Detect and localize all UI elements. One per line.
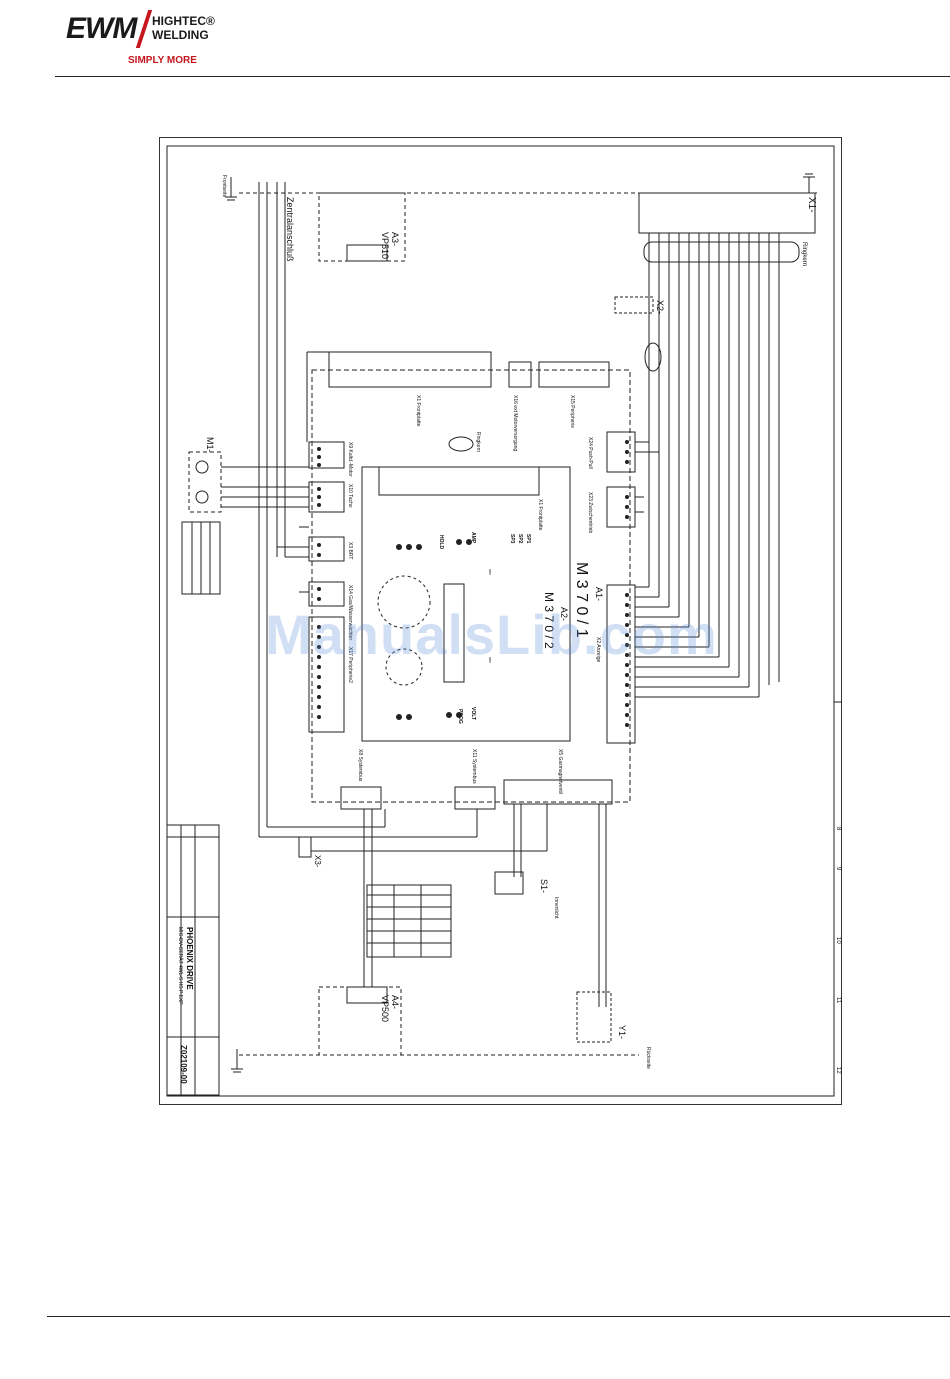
m3702-label: M 3 7 0 / 2	[542, 592, 556, 649]
tagline-line-1: HIGHTEC®	[152, 14, 215, 28]
key-sp1: SP1	[525, 534, 531, 544]
x11-label: X11 Systembus	[471, 749, 477, 784]
logo-slash	[135, 10, 153, 48]
knob-left	[377, 575, 431, 629]
x17-label: X17 Peripherie2	[347, 647, 353, 683]
y1-label: Y1-	[617, 1025, 627, 1039]
m370-module-box	[311, 369, 631, 803]
x1-frontplatte-connector	[328, 351, 492, 388]
a3-box	[318, 192, 406, 262]
grid-number-12: 12	[835, 1067, 841, 1074]
x3-label: X3 BRT	[347, 542, 353, 559]
brand-slogan: SIMPLY MORE	[128, 55, 197, 66]
inner-border	[166, 145, 835, 1097]
a4-box	[318, 986, 402, 1056]
key-sec: sec	[488, 569, 493, 575]
key-amp: AMP	[470, 532, 476, 544]
a4-type-label: VP500	[380, 995, 390, 1022]
product-subtitle: MIG-DV-GERÄT 4WL-S HS P EXP	[177, 927, 184, 1005]
x10-label: X10 Tacho	[347, 484, 353, 508]
x1-terminal	[638, 192, 816, 234]
x1-main-label: X1-	[806, 197, 817, 213]
tagline-line-2: WELDING	[152, 28, 209, 42]
x17-connector	[308, 616, 345, 733]
key-hold: HOLD	[438, 535, 444, 550]
innenlicht-label: Innenlicht	[553, 897, 559, 919]
x2-anzeige-connector	[606, 584, 636, 744]
a3-type-label: VP510	[380, 232, 390, 259]
a2-name-label: A2-	[559, 607, 569, 621]
x9-label: X9 Kaltd.-Motor	[347, 442, 353, 477]
a1-name-label: A1-	[594, 587, 604, 601]
x15-connector	[538, 361, 610, 388]
x1-frontplatte-inner-label: X1 Frontplatte	[537, 499, 543, 531]
key-sp2: SP2	[517, 534, 523, 544]
ringkern-mid-label: Ringkern	[475, 432, 481, 452]
seven-seg-display	[443, 583, 465, 683]
knob-right	[385, 648, 423, 686]
product-title: PHOENIX DRIVE	[185, 927, 194, 990]
m3701-label: M 3 7 0 / 1	[573, 562, 590, 638]
drawing-frame	[159, 137, 842, 1105]
m1-motor	[188, 451, 222, 513]
x14-label: X14 Gas/Wasserwächter	[347, 585, 353, 640]
x1-inner-connector	[378, 466, 540, 496]
a3-name-label: A3-	[390, 232, 400, 246]
x2-label: X2-	[655, 300, 665, 314]
key-sec-b: sec	[488, 657, 493, 663]
x8-systembus	[340, 786, 382, 810]
x2-anzeige-label: X2 Anzeige	[595, 637, 601, 663]
brand-name: EWM	[66, 12, 137, 45]
x23-label: X23 Zwischentrieb	[587, 492, 593, 533]
rueckseite-label: Rückseite	[645, 1047, 651, 1069]
title-block	[166, 824, 220, 1096]
m1-label: M1-	[205, 437, 215, 453]
x16-label: X16 ext Motorversorgung	[512, 395, 518, 451]
x15-label: X15 Peripherie	[569, 395, 575, 428]
x11-systembus	[454, 786, 496, 810]
grid-number-10: 10	[835, 937, 841, 944]
x5-label: X5 Gasmagnetventil	[557, 749, 563, 794]
ewm-logo: EWM HIGHTEC® WELDING SIMPLY MORE	[66, 8, 226, 68]
drawing-number: Z02109-00	[179, 1045, 188, 1084]
key-volt: VOLT	[470, 707, 476, 720]
x1-frontplatte-label: X1 Frontplatte	[415, 395, 421, 427]
x24-label: X24 Push-Pull	[587, 437, 593, 469]
frontseite-top-label: Frontseite	[221, 175, 227, 197]
key-prog: PROG	[457, 709, 463, 724]
x3-gnd-label: X3-	[313, 855, 322, 868]
wiring-diagram: X1- Ringkern X2- A3- VP510 Zentralanschl…	[166, 145, 842, 1097]
footer-rule	[47, 1316, 950, 1317]
header-rule	[55, 76, 950, 77]
zentralanschluss-label: Zentralanschluß	[285, 197, 295, 262]
ringkern-top	[643, 241, 800, 263]
key-sp3: SP3	[509, 534, 515, 544]
grid-number-8: 8	[835, 827, 841, 831]
x8-label: X8 Systembus	[357, 749, 363, 782]
grid-number-11: 11	[835, 997, 841, 1004]
s1-label: S1-	[539, 879, 549, 893]
a4-name-label: A4-	[390, 995, 400, 1009]
legend-table-bottom	[366, 884, 452, 958]
grid-number-9: 9	[835, 867, 841, 871]
y1-valve	[576, 991, 612, 1043]
watermark: ManualsLib.com	[265, 603, 718, 666]
x5-connector	[503, 779, 613, 805]
brand-tagline: HIGHTEC® WELDING	[152, 14, 215, 42]
ringkern-top-label: Ringkern	[801, 242, 807, 266]
